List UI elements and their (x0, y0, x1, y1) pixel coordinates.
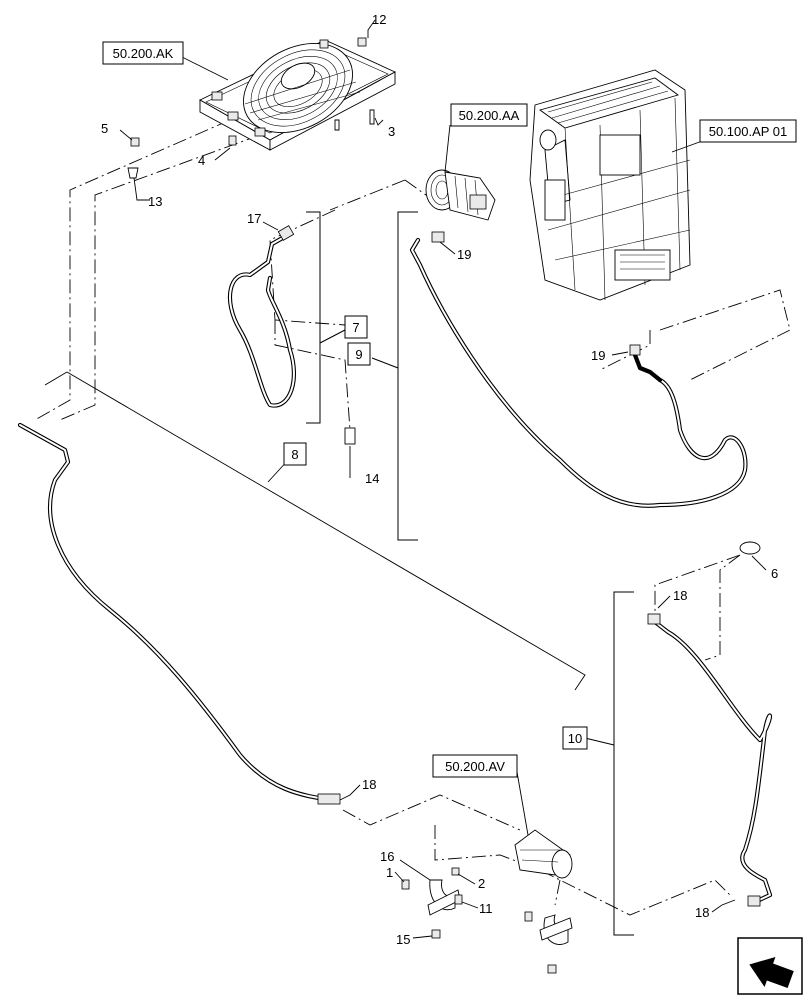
bolt-4 (228, 135, 237, 146)
compressor (425, 169, 496, 221)
item-10-label: 10 (568, 731, 582, 746)
leader-7 (319, 329, 346, 344)
bracket-7 (306, 211, 321, 424)
pressure-switch-14 (344, 427, 356, 445)
leader-9 (371, 357, 399, 369)
leader-8-b (66, 371, 586, 691)
callout-14: 14 (365, 471, 379, 486)
callout-5: 5 (101, 121, 108, 136)
clamp-16 (401, 867, 463, 939)
callout-18-left: 18 (362, 777, 376, 792)
leader-ref-drier (516, 771, 529, 836)
next-view-arrow-icon[interactable] (737, 937, 803, 995)
ref-box-fan[interactable]: 50.200.AK (102, 41, 184, 65)
hvac-unit (529, 69, 691, 301)
leader-10 (584, 737, 615, 746)
callout-16: 16 (380, 849, 394, 864)
item-box-10: 10 (562, 726, 588, 750)
bolt-3 (369, 109, 375, 125)
ref-fan-label: 50.200.AK (113, 46, 174, 61)
receiver-drier (514, 829, 573, 879)
condenser-fan-assembly (199, 37, 397, 151)
ref-box-hvac[interactable]: 50.100.AP 01 (699, 119, 797, 143)
ref-compressor-label: 50.200.AA (459, 108, 520, 123)
o-ring-6 (739, 541, 761, 555)
callout-13: 13 (148, 194, 162, 209)
callout-2: 2 (478, 876, 485, 891)
bracket-9 (397, 211, 418, 541)
leader-ref-compressor (444, 124, 451, 173)
hose-8 (17, 422, 341, 805)
bracket-10 (613, 591, 634, 936)
hose-9 (409, 231, 748, 508)
callout-19-top: 19 (457, 247, 471, 262)
leader-ref-fan (179, 55, 229, 81)
item-box-8: 8 (283, 442, 307, 466)
ref-box-compressor[interactable]: 50.200.AA (450, 103, 528, 127)
callout-17: 17 (247, 211, 261, 226)
hose-7 (227, 225, 296, 408)
item-7-label: 7 (352, 320, 359, 335)
nut-5 (130, 137, 140, 147)
callout-18-right: 18 (673, 588, 687, 603)
callout-11: 11 (479, 901, 493, 916)
callout-1: 1 (386, 865, 393, 880)
leader-8-a (44, 371, 68, 386)
callout-15: 15 (396, 932, 410, 947)
item-8-label: 8 (291, 447, 298, 462)
callout-18-bottom: 18 (695, 905, 709, 920)
callout-4: 4 (198, 153, 205, 168)
routing-lines (34, 119, 791, 916)
ref-box-drier[interactable]: 50.200.AV (432, 754, 518, 778)
hose-10 (647, 613, 773, 907)
item-box-7: 7 (344, 315, 368, 339)
clip-13 (127, 167, 139, 179)
item-9-label: 9 (355, 347, 362, 362)
ref-hvac-label: 50.100.AP 01 (709, 124, 788, 139)
ref-drier-label: 50.200.AV (445, 759, 505, 774)
callout-19-right: 19 (591, 348, 605, 363)
callout-3: 3 (388, 124, 395, 139)
callout-6: 6 (771, 566, 778, 581)
bolt-12 (357, 37, 367, 47)
callout-12: 12 (372, 12, 386, 27)
item-box-9: 9 (347, 342, 371, 366)
clamp-lower (524, 911, 573, 974)
